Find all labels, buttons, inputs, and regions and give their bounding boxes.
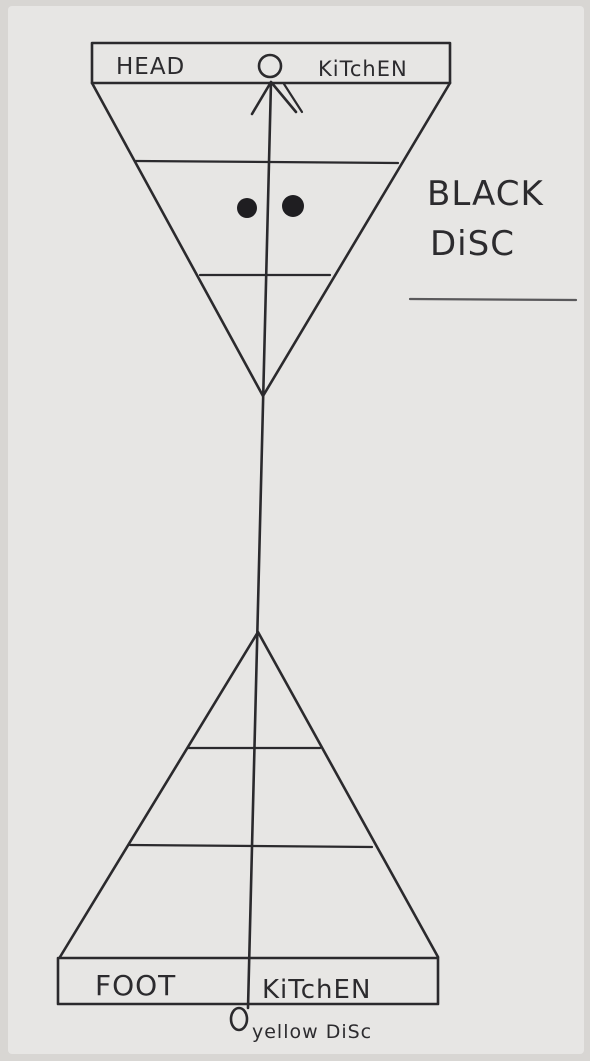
black-disc-label-line1: BLACK xyxy=(427,174,544,214)
jack-circle xyxy=(259,55,281,77)
foot-line-2 xyxy=(130,845,372,847)
head-line-1 xyxy=(136,161,398,163)
head-kitchen-label: KiTchEN xyxy=(318,57,408,81)
arrow-head-icon xyxy=(252,82,296,114)
foot-triangle xyxy=(60,632,438,957)
center-line xyxy=(248,82,271,1008)
black-disc-label-line2: DiSC xyxy=(430,224,515,264)
foot-kitchen-label: KiTchEN xyxy=(262,975,371,1005)
head-label: HEAD xyxy=(116,54,185,80)
yellow-disc xyxy=(231,1008,247,1030)
yellow-disc-label: yellow DiSc xyxy=(252,1021,372,1043)
black-disc-2 xyxy=(282,195,304,217)
foot-label: FOOT xyxy=(95,969,176,1002)
black-disc-1 xyxy=(237,198,257,218)
divider-line xyxy=(410,299,576,300)
